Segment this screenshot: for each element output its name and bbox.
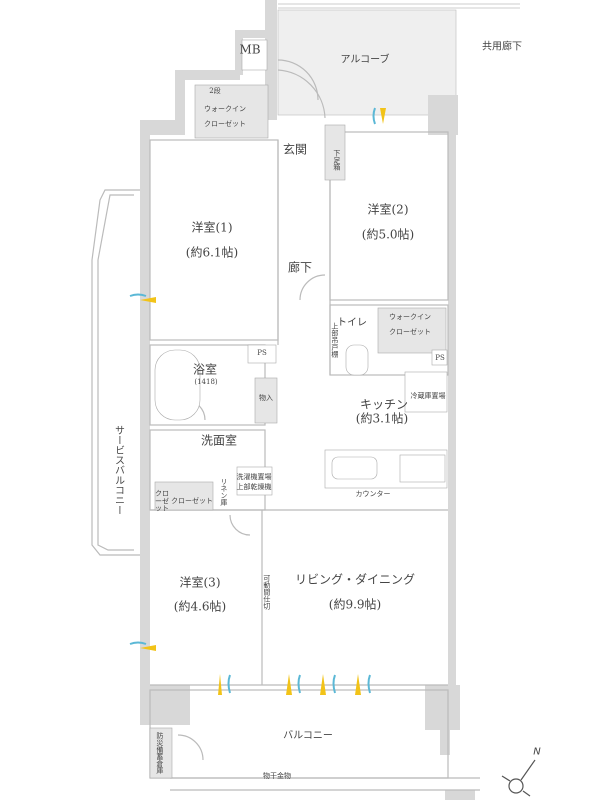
- washer-label-1: 洗濯機置場: [236, 473, 272, 482]
- bedroom2-label: 洋室(2): [367, 202, 409, 217]
- common-corridor-label: 共用廊下: [482, 41, 522, 53]
- wic2-label-2: クローゼット: [389, 328, 431, 337]
- inner-walls: [91, 59, 480, 791]
- bathroom-size: (1418): [194, 378, 218, 387]
- bathroom-label: 浴室: [192, 362, 218, 377]
- wic1-label-2: クローゼット: [204, 120, 246, 129]
- fridge-label: 冷蔵庫置場: [410, 392, 446, 401]
- bedroom3-label: 洋室(3): [179, 575, 221, 590]
- alcove-area: [277, 9, 457, 116]
- north-label: N: [533, 746, 541, 758]
- ps1-label: PS: [257, 349, 267, 358]
- ldk-size: (約9.9帖): [328, 597, 382, 612]
- upper-cabinet-label: 上部吊戸棚: [330, 322, 339, 358]
- balcony-label: バルコニー: [283, 730, 333, 742]
- ps2-label: PS: [435, 354, 445, 363]
- entrance-label: 玄関: [282, 142, 308, 157]
- kitchen-label: キッチン: [359, 397, 409, 412]
- service-balcony-label: サービスバルコニー: [112, 425, 124, 515]
- counter-label: カウンター: [355, 490, 391, 499]
- wic2-label-1: ウォークイン: [389, 313, 431, 322]
- washer-label-2: 上部乾燥機: [236, 483, 272, 492]
- ldk-label: リビング・ダイニング: [294, 572, 416, 587]
- washroom-label: 洗面室: [200, 433, 238, 448]
- walls: [140, 0, 475, 800]
- two-tier-label: 2段: [209, 87, 221, 96]
- bedroom2-size: (約5.0帖): [361, 227, 415, 242]
- wic1-label-1: ウォークイン: [204, 105, 246, 114]
- bedroom1-label: 洋室(1): [191, 220, 233, 235]
- toilet-label: トイレ: [337, 317, 367, 329]
- closet-small-label: クローゼット: [155, 489, 169, 513]
- fixtures: [149, 39, 448, 779]
- alcove-label: アルコーブ: [340, 54, 390, 66]
- closet-label: クローゼット: [171, 497, 213, 506]
- bedroom3-size: (約4.6帖): [173, 599, 227, 614]
- disaster-storage-label: 防災備蓄倉庫: [155, 732, 164, 774]
- laundry-hardware-label: 物干金物: [263, 772, 291, 781]
- ventilation-marks: [129, 107, 386, 695]
- linen-label: リネン庫: [219, 478, 228, 506]
- mb-label: MB: [239, 42, 261, 57]
- kitchen-size: (約3.1帖): [355, 411, 409, 426]
- shoe-cabinet-label: 下足箱: [332, 149, 341, 171]
- bedroom1-size: (約6.1帖): [185, 245, 239, 260]
- hallway-label: 廊下: [287, 260, 313, 275]
- storage-label: 物入: [259, 394, 273, 403]
- compass-icon: [501, 759, 536, 797]
- partition-label: 可動間仕切: [262, 574, 271, 610]
